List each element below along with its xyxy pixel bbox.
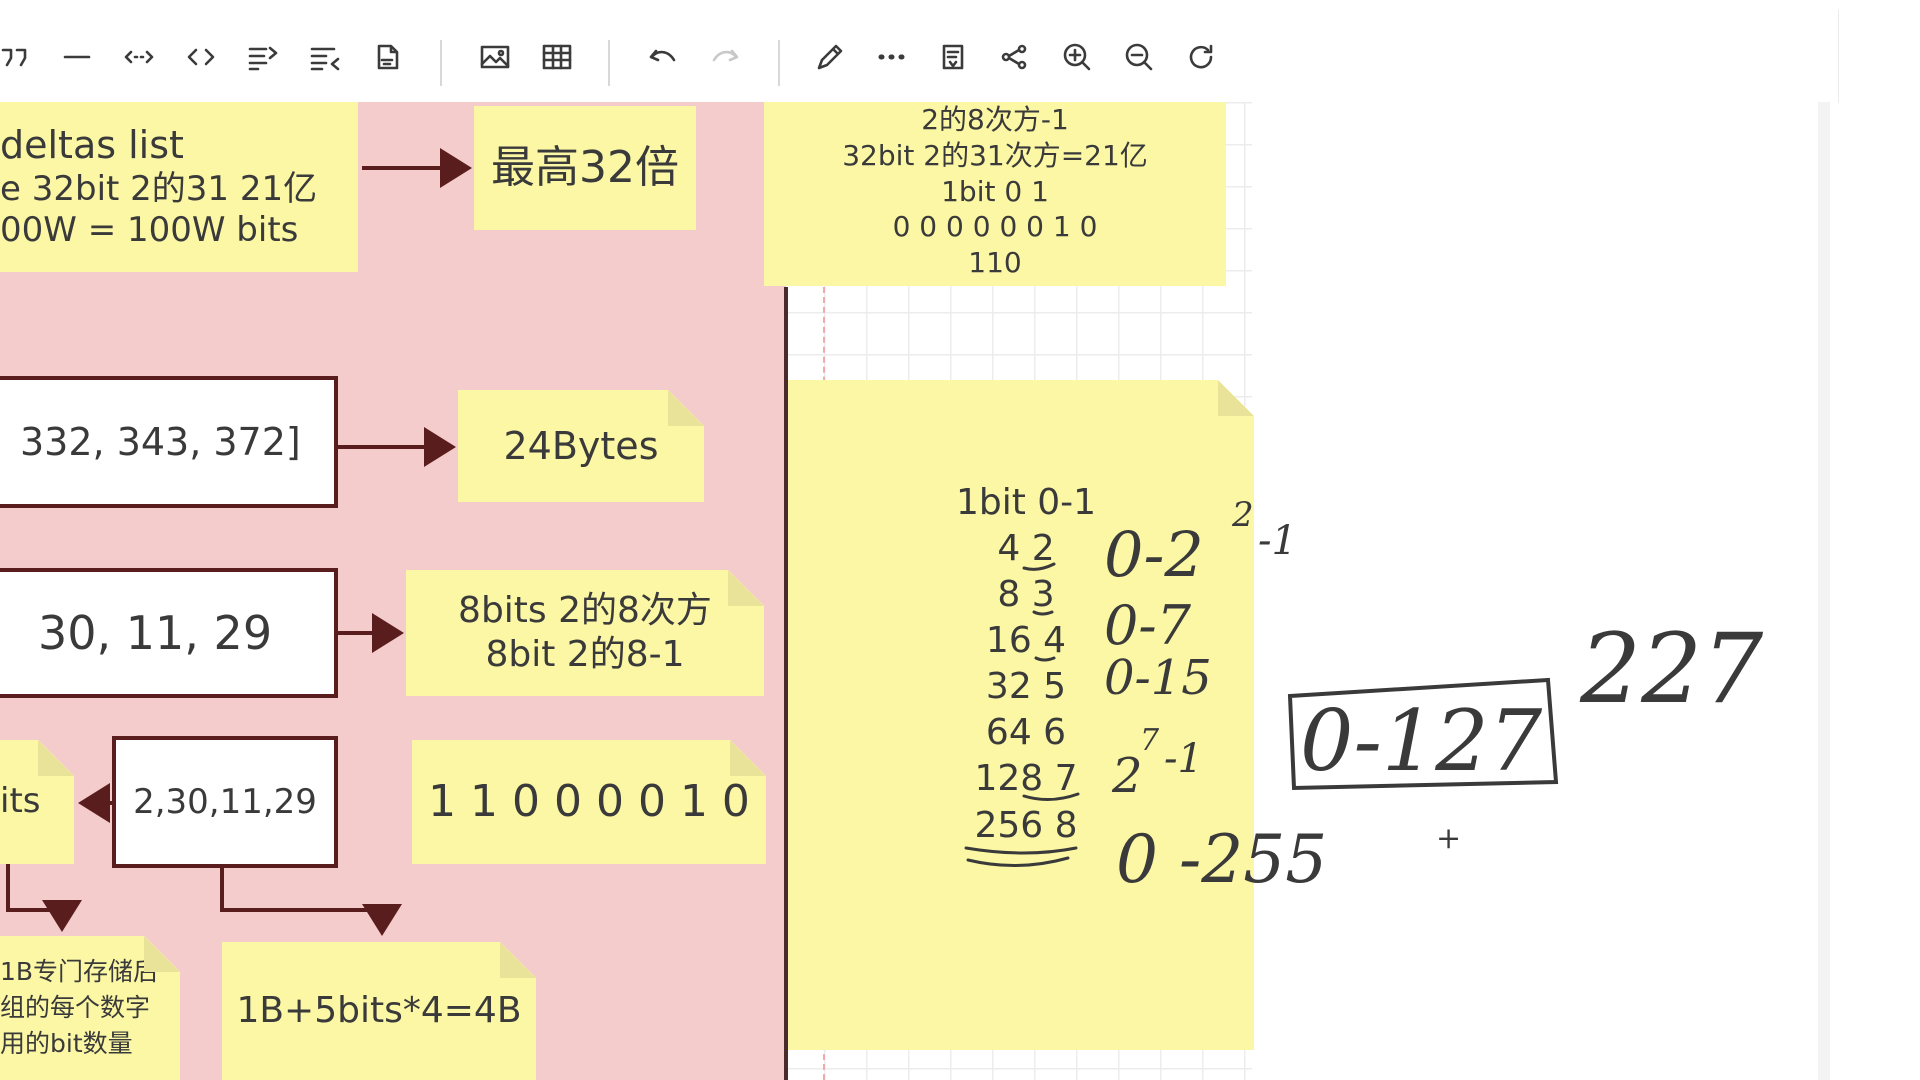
code-icon[interactable]	[178, 34, 224, 80]
note-24bytes-text: 24Bytes	[503, 423, 659, 468]
note-top-right-line5: 110	[968, 246, 1022, 280]
zoom-in-icon[interactable]	[1054, 34, 1100, 80]
note-bit-ranges-row: 64 6	[985, 712, 1067, 754]
undo-icon[interactable]	[640, 34, 686, 80]
image-icon[interactable]	[472, 34, 518, 80]
list-indent-icon[interactable]	[240, 34, 286, 80]
note-bit-ranges-row: 4 2	[997, 528, 1055, 570]
list-outdent-icon[interactable]	[302, 34, 348, 80]
note-bottom-left-line3: 用的bit数量	[0, 1029, 133, 1059]
table-icon[interactable]	[534, 34, 580, 80]
note-8bits[interactable]: 8bits 2的8次方 8bit 2的8-1	[406, 570, 764, 696]
note-bit-ranges[interactable]: 1bit 0-1 4 2 8 3 16 4 32 5 64 6 128 7 25…	[788, 380, 1254, 1050]
note-24bytes[interactable]: 24Bytes	[458, 390, 704, 502]
refresh-icon[interactable]	[1178, 34, 1224, 80]
box-array-row1[interactable]: 332, 343, 372]	[0, 376, 338, 508]
box-array-row2[interactable]: 30, 11, 29	[0, 568, 338, 698]
redo-icon[interactable]	[702, 34, 748, 80]
ink-text-plus: +	[1436, 821, 1461, 856]
note-binary[interactable]: 1 1 0 0 0 0 1 0	[412, 740, 766, 864]
note-top-right-line1: 2的8次方-1	[921, 103, 1069, 136]
note-8bits-line2: 8bit 2的8-1	[485, 634, 685, 675]
toolbar	[0, 10, 1839, 103]
toolbar-separator	[608, 40, 610, 86]
box-array-row2-text: 30, 11, 29	[38, 606, 273, 660]
note-bit-ranges-row: 128 7	[974, 758, 1078, 800]
note-deltas-line1: deltas list	[0, 123, 184, 168]
mindmap-canvas[interactable]: deltas list e 32bit 2的31 21亿 00W = 100W …	[0, 102, 1838, 1080]
note-top-right[interactable]: 2的8次方-1 32bit 2的31次方=21亿 1bit 0 1 0 0 0 …	[764, 102, 1226, 286]
note-bottom-left[interactable]: 1B专门存储后 组的每个数字 用的bit数量	[0, 936, 180, 1080]
note-deltas-line2: e 32bit 2的31 21亿	[0, 168, 318, 209]
ink-text-side: 227	[1579, 613, 1763, 725]
note-bit-ranges-row: 32 5	[985, 666, 1067, 708]
toolbar-separator	[440, 40, 442, 86]
note-deltas-line3: 00W = 100W bits	[0, 210, 299, 251]
more-icon[interactable]	[868, 34, 914, 80]
note-top-right-line2: 32bit 2的31次方=21亿	[842, 138, 1148, 172]
note-bottom-left-line2: 组的每个数字	[0, 992, 151, 1022]
toolbar-separator	[778, 40, 780, 86]
section-divider-line	[784, 287, 788, 1080]
share-icon[interactable]	[992, 34, 1038, 80]
note-bit-ranges-row: 8 3	[997, 574, 1055, 616]
note-top-right-line4: 0 0 0 0 0 0 1 0	[892, 210, 1098, 244]
note-formula-text: 1B+5bits*4=4B	[236, 990, 522, 1032]
zoom-out-icon[interactable]	[1116, 34, 1162, 80]
ppt-icon[interactable]	[930, 34, 976, 80]
note-max-32x[interactable]: 最高32倍	[474, 106, 696, 230]
note-bits-left-text: its	[0, 781, 41, 822]
box-array-row3[interactable]: 2,30,11,29	[112, 736, 338, 868]
box-array-row1-text: 332, 343, 372]	[20, 420, 301, 464]
note-deltas[interactable]: deltas list e 32bit 2的31 21亿 00W = 100W …	[0, 102, 358, 272]
horizontal-rule-icon[interactable]	[54, 34, 100, 80]
note-8bits-line1: 8bits 2的8次方	[458, 590, 712, 632]
pen-icon[interactable]	[806, 34, 852, 80]
ink-text-boxed: 0-127	[1300, 692, 1543, 790]
note-bit-ranges-row: 16 4	[985, 620, 1067, 662]
arrows-horizontal-icon[interactable]	[116, 34, 162, 80]
note-max-32x-text: 最高32倍	[491, 142, 679, 194]
ink-text-a1-tail: -1	[1258, 518, 1297, 564]
quote-icon[interactable]	[0, 34, 38, 80]
note-bottom-left-line1: 1B专门存储后	[0, 956, 159, 986]
box-array-row3-text: 2,30,11,29	[133, 782, 317, 822]
export-doc-icon[interactable]	[364, 34, 410, 80]
note-binary-text: 1 1 0 0 0 0 1 0	[428, 776, 750, 828]
note-bit-ranges-row: 256 8	[974, 804, 1078, 846]
note-bit-ranges-header: 1bit 0-1	[955, 482, 1097, 523]
ink-box	[1287, 677, 1559, 791]
note-formula[interactable]: 1B+5bits*4=4B	[222, 942, 536, 1080]
vertical-scrollbar[interactable]	[1818, 102, 1830, 1080]
note-top-right-line3: 1bit 0 1	[941, 174, 1049, 208]
